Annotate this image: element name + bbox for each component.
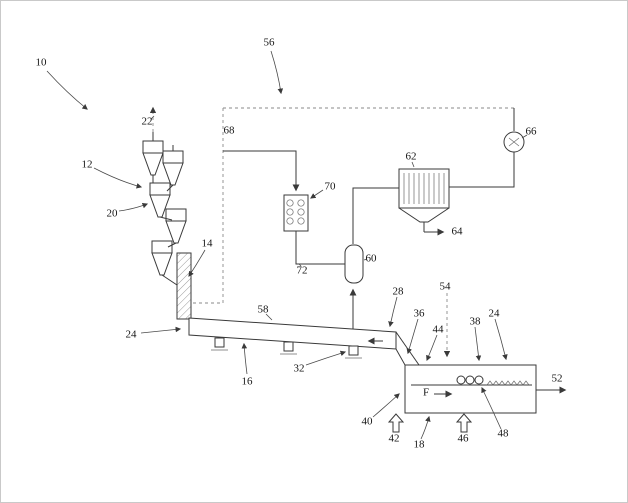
- pipe-72: [295, 231, 345, 265]
- ref-label-60: 60: [365, 252, 377, 265]
- ref-label-62: 62: [405, 150, 417, 163]
- ref-label-36: 36: [413, 307, 425, 320]
- up-arrow-42-icon: [387, 413, 405, 433]
- kiln-hangers: [211, 337, 362, 359]
- discharge-chute: [395, 331, 420, 366]
- clinker-cooler: [404, 364, 567, 414]
- ref-label-64: 64: [451, 225, 463, 238]
- ref-label-24-right: 24: [488, 307, 500, 320]
- ref-label-32: 32: [293, 362, 305, 375]
- fan-unit: [449, 108, 525, 188]
- ref-label-24-left: 24: [125, 328, 137, 341]
- ref-label-38: 38: [469, 315, 481, 328]
- ref-label-42: 42: [388, 432, 400, 445]
- riser-duct: [176, 252, 192, 320]
- ref-label-48: 48: [497, 427, 509, 440]
- cooling-air-arrows: [387, 413, 473, 433]
- ref-label-22: 22: [141, 115, 153, 128]
- ref-label-72: 72: [296, 264, 308, 277]
- clinker-ball: [456, 375, 466, 385]
- clinker-ball: [474, 375, 484, 385]
- cyclone-preheater: [142, 132, 187, 286]
- ref-label-52: 52: [551, 372, 563, 385]
- cell-feeder-unit: [223, 150, 345, 265]
- ref-label-66: 66: [525, 125, 537, 138]
- ref-label-68: 68: [223, 124, 235, 137]
- ref-label-58: 58: [257, 303, 269, 316]
- ref-label-70: 70: [324, 180, 336, 193]
- ref-label-56: 56: [263, 36, 275, 49]
- ref-label-12: 12: [81, 158, 93, 171]
- ref-label-10: 10: [35, 56, 47, 69]
- reference-leaders: [46, 50, 528, 440]
- up-arrow-46-icon: [455, 413, 473, 433]
- ref-label-44: 44: [432, 323, 444, 336]
- ref-label-14: 14: [201, 237, 213, 250]
- ref-label-28: 28: [392, 285, 404, 298]
- ref-label-40: 40: [361, 415, 373, 428]
- ref-label-20: 20: [106, 207, 118, 220]
- ref-label-54: 54: [439, 280, 451, 293]
- ref-label-16: 16: [241, 375, 253, 388]
- clinker-ball: [465, 375, 475, 385]
- ref-label-18: 18: [413, 438, 425, 451]
- ref-label-46: 46: [457, 432, 469, 445]
- condenser-unit: [398, 168, 450, 236]
- bypass-duct-system: [149, 106, 514, 358]
- flow-letter-F: F: [422, 386, 430, 399]
